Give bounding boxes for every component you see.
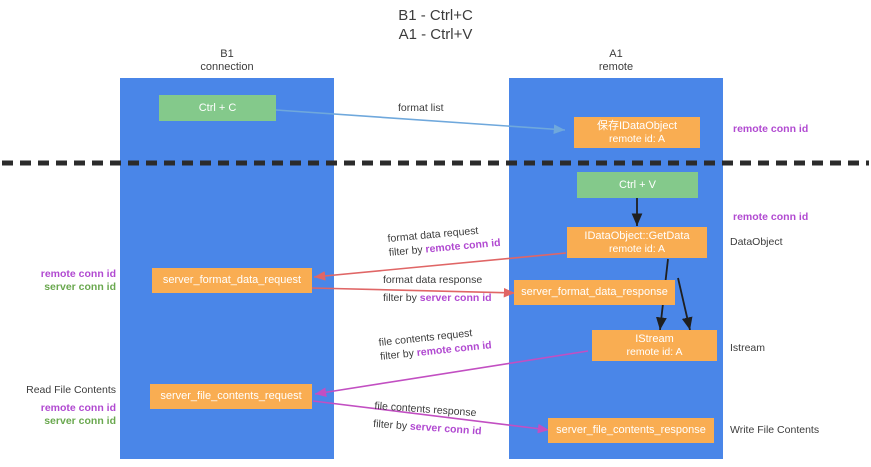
- annotation-left-mid-server-conn-id: server conn id: [44, 281, 116, 293]
- node-ctrl-c[interactable]: Ctrl + C: [159, 95, 276, 121]
- node-ctrl-v[interactable]: Ctrl + V: [577, 172, 698, 198]
- node-server-file-contents-request-label: server_file_contents_request: [160, 390, 302, 402]
- lane-a1-subtitle: remote: [598, 61, 634, 73]
- node-idataobject-top-line2: remote id: A: [608, 132, 666, 145]
- diagram-title: B1 - Ctrl+C A1 - Ctrl+V: [0, 6, 871, 44]
- lane-b1-subtitle: connection: [200, 61, 254, 73]
- edge-label-format-list: format list: [398, 102, 444, 114]
- annotation-right-mid-remote-conn-id: remote conn id: [733, 211, 809, 223]
- edge-label-format-data-response-line2: filter by server conn id: [383, 291, 492, 305]
- title-line-1: B1 - Ctrl+C: [398, 7, 473, 24]
- node-ctrl-c-label: Ctrl + C: [198, 101, 237, 114]
- annotation-left-bot-server-conn-id: server conn id: [44, 415, 116, 427]
- annotation-right-write-file-contents: Write File Contents: [730, 424, 820, 436]
- annotation-right-dataobject: DataObject: [730, 236, 783, 248]
- filter-prefix: filter by: [379, 347, 418, 363]
- node-server-file-contents-request[interactable]: server_file_contents_request: [150, 384, 312, 409]
- edge-label-format-data-response: format data response filter by server co…: [383, 273, 492, 305]
- node-server-format-data-request[interactable]: server_format_data_request: [152, 268, 312, 293]
- edge-label-format-data-response-line1: format data response: [383, 274, 483, 286]
- node-idataobject-top[interactable]: 保存IDataObject remote id: A: [574, 117, 700, 148]
- lane-a1-title: A1: [609, 48, 623, 60]
- node-ctrl-v-label: Ctrl + V: [619, 178, 656, 191]
- node-idataobject-top-line1: 保存IDataObject: [596, 119, 678, 132]
- lane-header-a1: A1 remote: [509, 48, 723, 74]
- node-istream-line2: remote id: A: [626, 345, 683, 358]
- node-idataobject-getdata-line2: remote id: A: [608, 242, 666, 255]
- node-idataobject-getdata-line1: IDataObject::GetData: [584, 229, 690, 242]
- node-istream[interactable]: IStream remote id: A: [592, 330, 717, 361]
- node-server-file-contents-response-label: server_file_contents_response: [556, 424, 706, 436]
- annotation-left-mid-remote-conn-id: remote conn id: [40, 268, 116, 280]
- filter-key-server-conn-id: server conn id: [409, 420, 482, 438]
- filter-prefix: filter by: [388, 243, 427, 259]
- filter-prefix: filter by: [372, 417, 411, 433]
- edge-label-file-contents-response: file contents response filter by server …: [373, 399, 484, 438]
- filter-key-server-conn-id: server conn id: [419, 292, 492, 304]
- node-idataobject-getdata[interactable]: IDataObject::GetData remote id: A: [567, 227, 707, 258]
- lane-header-b1: B1 connection: [120, 48, 334, 74]
- node-server-file-contents-response[interactable]: server_file_contents_response: [548, 418, 714, 443]
- edge-label-file-contents-request: file contents request filter by remote c…: [378, 324, 492, 364]
- node-server-format-data-response-label: server_format_data_response: [521, 286, 668, 298]
- annotation-left-bot-remote-conn-id: remote conn id: [40, 402, 116, 414]
- annotation-left-read-file-contents: Read File Contents: [26, 384, 116, 396]
- edge-label-file-contents-response-line2: filter by server conn id: [373, 417, 482, 439]
- node-server-format-data-request-label: server_format_data_request: [162, 274, 302, 286]
- node-server-format-data-response[interactable]: server_format_data_response: [514, 280, 675, 305]
- title-line-2: A1 - Ctrl+V: [398, 26, 473, 43]
- annotation-right-istream: Istream: [730, 342, 766, 354]
- node-istream-line1: IStream: [635, 332, 674, 345]
- lane-b1-title: B1: [220, 48, 234, 60]
- annotation-right-top-remote-conn-id: remote conn id: [733, 123, 809, 135]
- filter-prefix: filter by: [383, 292, 420, 304]
- edge-label-format-data-request: format data request filter by remote con…: [387, 222, 501, 260]
